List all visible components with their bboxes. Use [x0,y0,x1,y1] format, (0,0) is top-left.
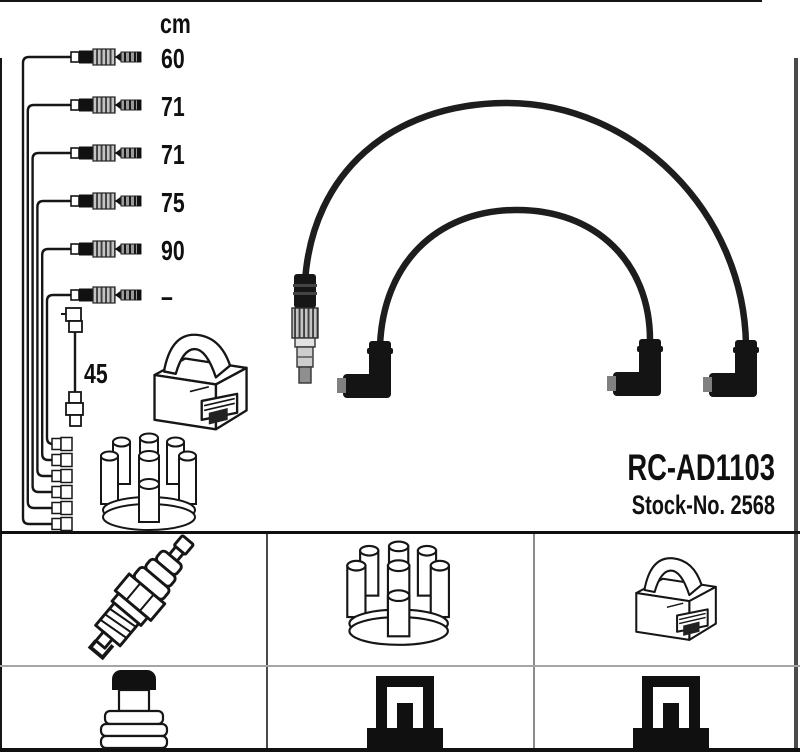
cable-length-label: 90 [161,235,185,266]
top-edge-line [0,0,762,2]
fanout-connectors [51,436,73,532]
terminal-nut-icon [99,670,169,750]
grid-divider [533,534,535,748]
ignition-coil-icon [635,557,717,641]
coil-wire-length-label: 45 [84,358,108,389]
stock-number: Stock-No. 2568 [631,490,775,520]
left-edge-line [0,58,2,748]
coil-wire-drawing [61,307,84,427]
distributor-cap-icon [100,432,197,531]
spark-plug-icon [87,534,195,661]
distributor-cap-icon [346,540,450,646]
plug-socket-icon [633,676,709,748]
cable-length-label: – [161,281,173,312]
straight-connector-icon [291,274,319,384]
cable-length-label: 71 [161,91,185,122]
grid-divider [0,665,800,667]
trunk-lines [21,55,71,526]
elbow-boot-icon [337,341,393,398]
cable-length-label: 60 [161,43,185,74]
grid-divider [266,534,268,748]
part-number: RC-AD1103 [627,447,775,488]
ignition-coil-icon [153,333,248,431]
outer-cable-drawing [291,99,759,397]
elbow-boot-icon [703,340,759,397]
inner-cable-drawing [337,206,663,398]
plug-socket-icon [367,676,443,748]
right-edge-line [794,58,798,752]
cable-length-label: 71 [161,139,185,170]
cable-length-label: 75 [161,187,185,218]
legend-grid [0,531,800,752]
elbow-boot-icon [607,339,663,396]
cable-row-icons [70,48,142,304]
unit-label: cm [160,8,191,39]
